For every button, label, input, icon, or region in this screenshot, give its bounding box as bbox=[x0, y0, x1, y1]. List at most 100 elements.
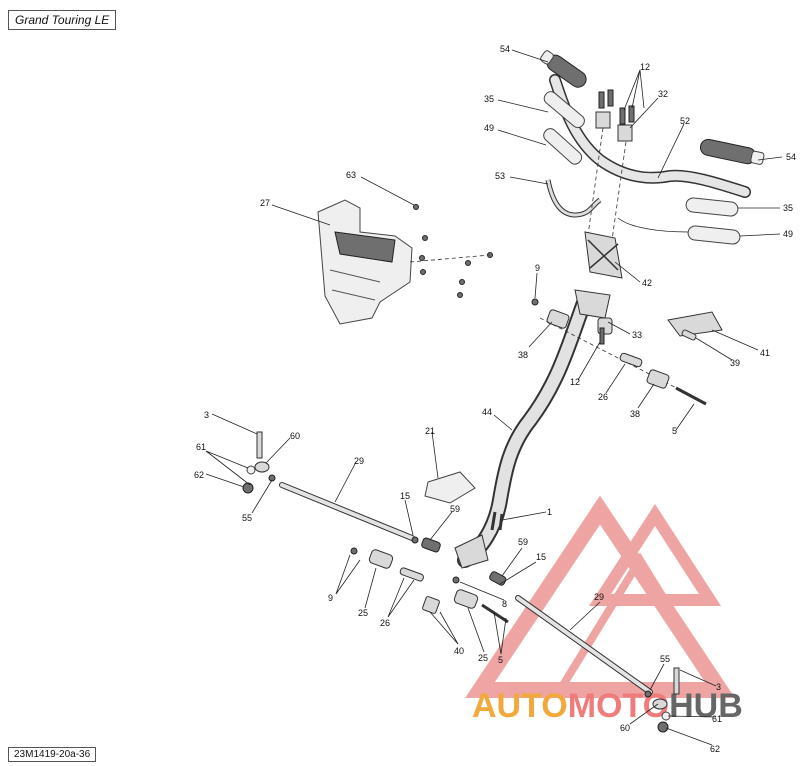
callout-55-left: 55 bbox=[242, 513, 252, 523]
nut-9-lower bbox=[350, 547, 358, 555]
callout-26-lower: 26 bbox=[380, 618, 390, 628]
bolt-3-right bbox=[673, 667, 680, 695]
cover-screws bbox=[419, 235, 493, 298]
handlebar bbox=[549, 74, 751, 198]
grip-left bbox=[540, 50, 587, 88]
washer-55-left bbox=[268, 474, 276, 482]
bolt-5-right bbox=[675, 386, 707, 406]
nut-8 bbox=[452, 576, 460, 584]
callout-29-lower: 29 bbox=[594, 592, 604, 602]
bushing-26 bbox=[619, 352, 643, 368]
callout-labels: 54 54 12 32 35 35 49 49 52 53 63 27 42 9… bbox=[194, 44, 796, 754]
heater-49-right bbox=[687, 225, 741, 245]
heater-wire-right bbox=[617, 217, 689, 233]
callout-52: 52 bbox=[680, 116, 690, 126]
callout-54-right: 54 bbox=[786, 152, 796, 162]
callout-59-lower: 59 bbox=[518, 537, 528, 547]
callout-33: 33 bbox=[632, 330, 642, 340]
nut-15-upper bbox=[411, 536, 419, 544]
callout-8: 8 bbox=[502, 599, 507, 609]
callout-9-top: 9 bbox=[535, 263, 540, 273]
tie-rod-29-lower bbox=[515, 595, 653, 695]
watermark-auto: AUTO bbox=[472, 687, 568, 725]
callout-1: 1 bbox=[547, 507, 552, 517]
clamp-38-left bbox=[546, 309, 570, 329]
bracket-41 bbox=[667, 311, 723, 337]
grip-right bbox=[699, 138, 765, 165]
callout-21: 21 bbox=[425, 426, 435, 436]
cover-plate-21 bbox=[424, 471, 476, 504]
callout-41: 41 bbox=[760, 348, 770, 358]
callout-3-left: 3 bbox=[204, 410, 209, 420]
diagram-code: 23M1419-20a-36 bbox=[8, 747, 97, 762]
instrument-cover-27 bbox=[317, 199, 413, 325]
callout-44: 44 bbox=[482, 407, 492, 417]
clamp-38-right bbox=[646, 369, 670, 389]
callout-61-right: 61 bbox=[712, 714, 722, 724]
spacer-40 bbox=[422, 596, 440, 614]
callout-60-left: 60 bbox=[290, 431, 300, 441]
bolt-1 bbox=[490, 511, 504, 531]
rod-end-60-left bbox=[254, 461, 270, 473]
callout-54-left: 54 bbox=[500, 44, 510, 54]
callout-35-right: 35 bbox=[783, 203, 793, 213]
callout-59-upper: 59 bbox=[450, 504, 460, 514]
bolt-12-lower bbox=[599, 327, 605, 345]
arm-25-left bbox=[368, 549, 394, 569]
callout-61-left: 61 bbox=[196, 442, 206, 452]
nut-62-right bbox=[657, 721, 669, 733]
callout-15-upper: 15 bbox=[400, 491, 410, 501]
leader-lines bbox=[205, 49, 783, 746]
callout-53: 53 bbox=[495, 171, 505, 181]
callout-60-right: 60 bbox=[620, 723, 630, 733]
ball-joint-59-upper bbox=[421, 537, 441, 553]
callout-27: 27 bbox=[260, 198, 270, 208]
callout-15-lower: 15 bbox=[536, 552, 546, 562]
callout-62-left: 62 bbox=[194, 470, 204, 480]
callout-26-right: 26 bbox=[598, 392, 608, 402]
watermark-logo bbox=[465, 495, 735, 698]
callout-42: 42 bbox=[642, 278, 652, 288]
callout-40: 40 bbox=[454, 646, 464, 656]
screw-63 bbox=[413, 204, 419, 210]
callout-35-left: 35 bbox=[484, 94, 494, 104]
bushing-26-lower bbox=[399, 567, 424, 582]
arm-25-right bbox=[453, 589, 479, 609]
steering-column-44 bbox=[454, 289, 611, 569]
rod-end-60-right bbox=[652, 698, 668, 710]
callout-55-right: 55 bbox=[660, 654, 670, 664]
clamp-32 bbox=[595, 89, 635, 142]
callout-12-lower: 12 bbox=[570, 377, 580, 387]
washer-61-left bbox=[246, 465, 256, 475]
callout-5-lower: 5 bbox=[498, 655, 503, 665]
callout-38-left: 38 bbox=[518, 350, 528, 360]
callout-12-top: 12 bbox=[640, 62, 650, 72]
heater-49-left bbox=[543, 128, 583, 165]
pin-39 bbox=[681, 329, 697, 341]
callout-25-left: 25 bbox=[358, 608, 368, 618]
bolt-5-lower bbox=[481, 603, 509, 624]
callout-49-right: 49 bbox=[783, 229, 793, 239]
callout-25-right: 25 bbox=[478, 653, 488, 663]
callout-29-upper: 29 bbox=[354, 456, 364, 466]
callout-9-lower: 9 bbox=[328, 593, 333, 603]
washer-55-right bbox=[644, 690, 652, 698]
callout-38-right: 38 bbox=[630, 409, 640, 419]
callout-3-right: 3 bbox=[716, 682, 721, 692]
riser-block-42 bbox=[584, 231, 623, 279]
watermark-text: AUTOMOTOHUB bbox=[472, 687, 743, 725]
heater-35-left bbox=[543, 91, 585, 129]
ball-joint-59-lower bbox=[489, 571, 507, 586]
callout-63: 63 bbox=[346, 170, 356, 180]
nut-62-left bbox=[242, 482, 254, 494]
callout-49-left: 49 bbox=[484, 123, 494, 133]
nut-9-top bbox=[531, 298, 539, 306]
callout-32: 32 bbox=[658, 89, 668, 99]
model-title: Grand Touring LE bbox=[8, 10, 117, 30]
callout-62-right: 62 bbox=[710, 744, 720, 754]
watermark-hub: HUB bbox=[669, 687, 743, 725]
callout-5-right: 5 bbox=[672, 426, 677, 436]
wire-53 bbox=[545, 179, 602, 218]
bolt-3-left bbox=[256, 431, 263, 459]
